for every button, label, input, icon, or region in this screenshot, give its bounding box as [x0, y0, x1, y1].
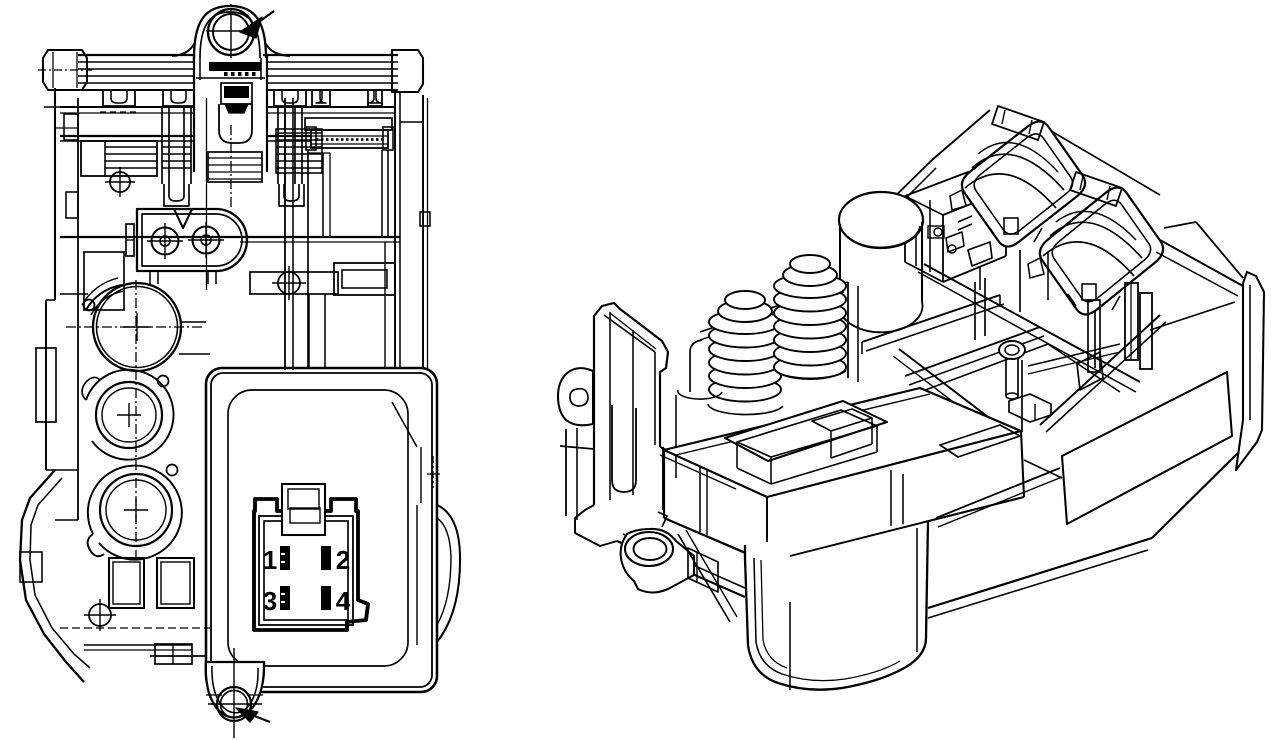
svg-text:3: 3 [263, 586, 277, 616]
svg-text:4: 4 [336, 586, 351, 616]
svg-text:1: 1 [263, 545, 277, 575]
svg-text:2: 2 [336, 545, 350, 575]
